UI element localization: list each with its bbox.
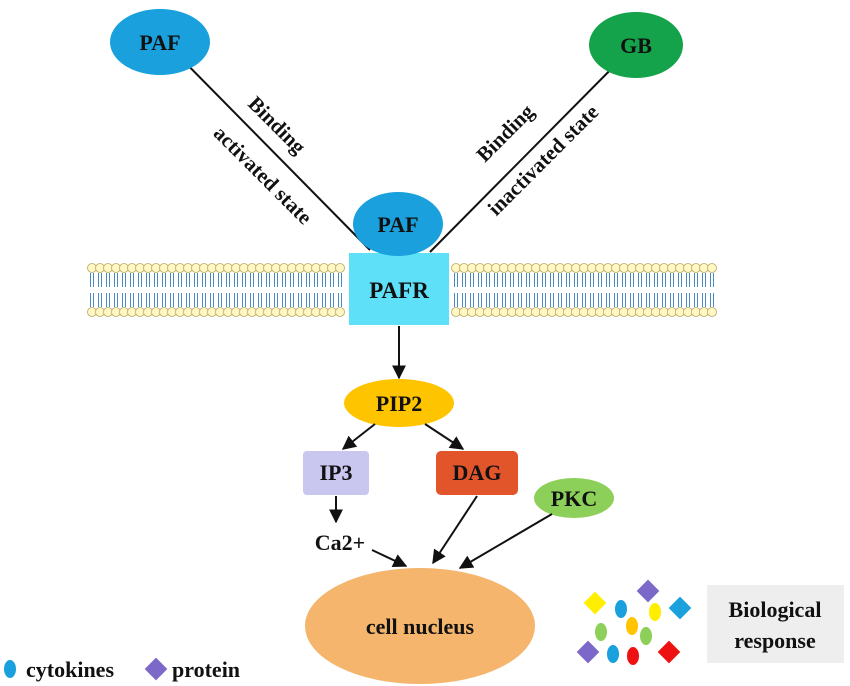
pkc-node: PKC xyxy=(534,478,614,518)
ip3-label: IP3 xyxy=(320,460,353,485)
legend-protein-icon xyxy=(144,657,168,681)
gb-binding-line xyxy=(429,44,636,253)
pkc-label: PKC xyxy=(551,486,597,511)
legend-cytokines-label: cytokines xyxy=(26,657,114,682)
oval-green-2 xyxy=(640,627,652,645)
diamond-yellow xyxy=(583,591,607,615)
paf-bound-node: PAF xyxy=(353,192,443,256)
lipid-head xyxy=(335,263,345,273)
cell-nucleus-node: cell nucleus xyxy=(305,568,535,684)
lipid-head xyxy=(707,307,717,317)
pafr-label: PAFR xyxy=(369,278,429,303)
biological-response-box: Biological response xyxy=(707,585,844,663)
oval-cyan-2 xyxy=(607,645,619,663)
gb-node: GB xyxy=(589,12,683,78)
ca-label: Ca2+ xyxy=(315,530,365,555)
arrow-pip2-ip3 xyxy=(341,423,376,450)
legend-protein-label: protein xyxy=(172,657,240,682)
paf-ligand-node: PAF xyxy=(110,9,210,75)
oval-cyan-1 xyxy=(615,600,627,618)
oval-green-1 xyxy=(595,623,607,641)
pip2-node: PIP2 xyxy=(344,379,454,427)
arrow-pkc-nucleus xyxy=(458,513,553,569)
paf-binding-line xyxy=(164,41,371,251)
dag-label: DAG xyxy=(453,460,502,485)
diamond-purple-bottom xyxy=(576,640,600,664)
dag-node: DAG xyxy=(436,451,518,495)
diamond-cyan xyxy=(668,596,692,620)
oval-red xyxy=(627,647,639,665)
gb-label: GB xyxy=(620,33,652,58)
paf-ligand-label: PAF xyxy=(139,30,180,55)
arrow-ca-nucleus xyxy=(371,549,408,567)
ip3-node: IP3 xyxy=(303,451,369,495)
cell-nucleus-label: cell nucleus xyxy=(366,614,475,639)
right-state-label: inactivated state xyxy=(483,100,603,220)
molecule-cluster xyxy=(576,579,692,665)
lipid-head xyxy=(707,263,717,273)
diamond-purple-top xyxy=(636,579,660,603)
legend: cytokines protein xyxy=(4,657,240,682)
cell-membrane xyxy=(87,263,717,317)
diamond-red xyxy=(657,640,681,664)
legend-cytokines-icon xyxy=(4,660,16,678)
lipid-head xyxy=(335,307,345,317)
arrow-pip2-dag xyxy=(424,423,465,450)
biological-response-line1: Biological xyxy=(729,597,822,622)
oval-yellow-1 xyxy=(649,603,661,621)
pafr-receptor-node: PAFR xyxy=(349,253,449,325)
biological-response-line2: response xyxy=(734,628,816,653)
paf-bound-label: PAF xyxy=(377,212,418,237)
oval-yellow-2 xyxy=(626,617,638,635)
pip2-label: PIP2 xyxy=(376,391,422,416)
arrow-dag-nucleus xyxy=(432,495,478,565)
